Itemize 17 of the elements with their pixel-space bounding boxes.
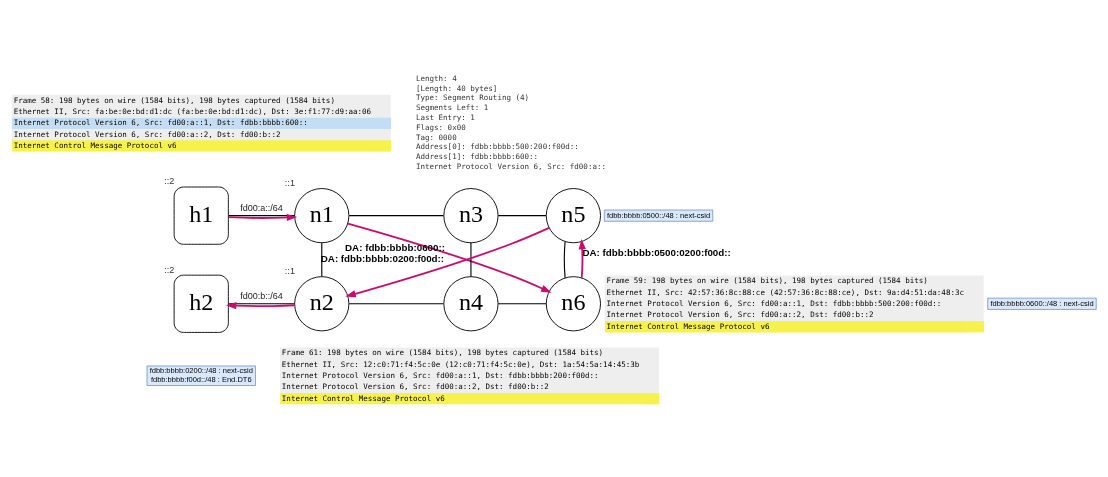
edge-label: DA: fdbb:bbbb:0500:0200:f00d:: xyxy=(582,246,731,258)
node-label: ::2 xyxy=(164,175,175,186)
node-label: ::2 xyxy=(164,264,175,275)
label: Internet Protocol Version 6, Src: fd00:a:: xyxy=(415,161,606,171)
node-label: ::1 xyxy=(284,265,295,276)
edge-label: fd00:b::/64 xyxy=(240,290,283,301)
label: Last Entry: 1 xyxy=(415,112,475,122)
label: [Length: 40 bytes] xyxy=(415,83,498,93)
label: Tag: 0000 xyxy=(415,132,457,142)
node-label: ::1 xyxy=(284,177,295,188)
label: Flags: 0x00 xyxy=(415,122,466,132)
label: Length: 4 xyxy=(415,73,457,83)
label: Address[0]: fdbb:bbbb:500:200:f00d:: xyxy=(415,141,579,151)
label: Segments Left: 1 xyxy=(415,102,489,112)
label: Type: Segment Routing (4) xyxy=(415,92,530,102)
edge-label: fd00:a::/64 xyxy=(240,202,283,213)
label: Address[1]: fdbb:bbbb:600:: xyxy=(415,151,539,161)
